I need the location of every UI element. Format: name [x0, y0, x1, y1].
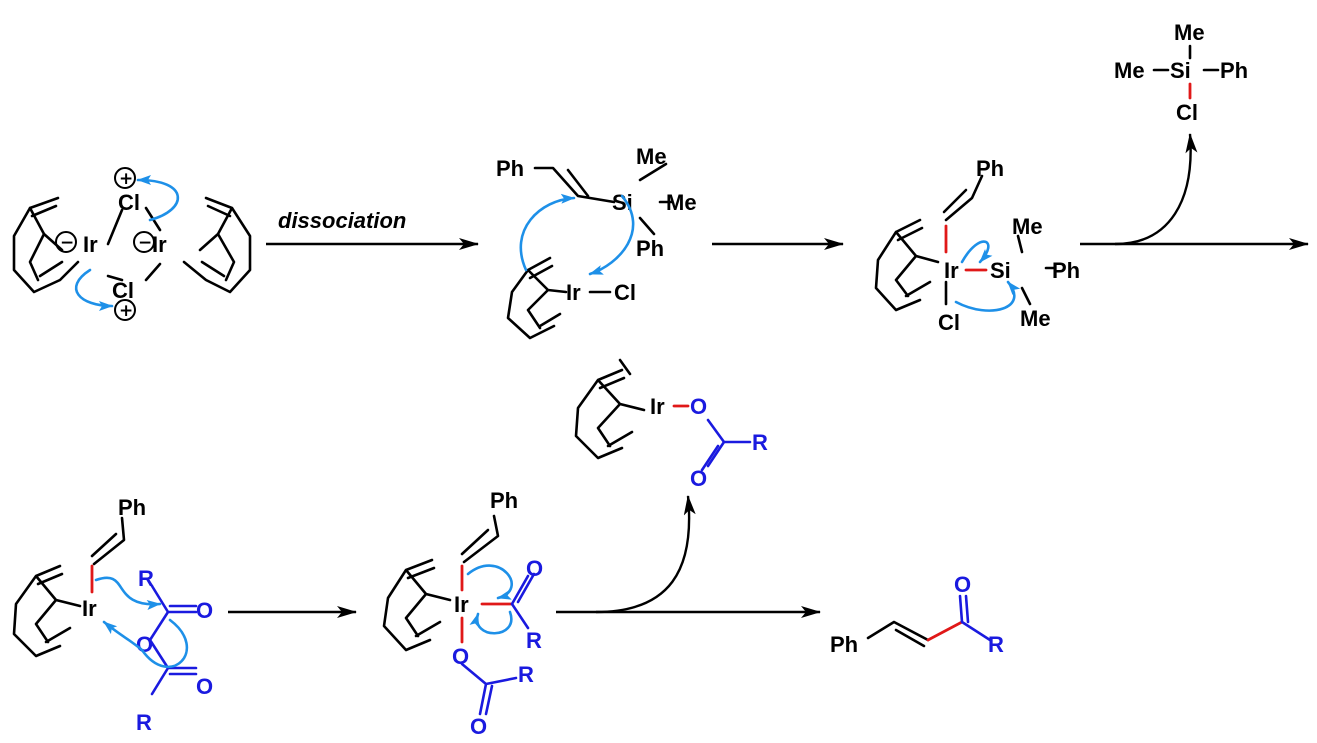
ir-label: Ir — [454, 592, 469, 617]
curly-arrow-2 — [469, 610, 513, 635]
reaction-arrow-5 — [556, 495, 821, 618]
carboxylate-group — [460, 662, 518, 716]
ph-label: Ph — [976, 156, 1004, 181]
cl-label: Cl — [614, 280, 636, 305]
ph-label-2: Ph — [1052, 258, 1080, 283]
curly-arrow-bottom — [75, 268, 114, 311]
complex-ir-anhydride: Ph Ir R O O O R — [12, 495, 213, 735]
ph-label: Ph — [496, 156, 524, 181]
step-label-dissociation: dissociation — [278, 208, 406, 233]
o-acyl-label: O — [526, 556, 543, 581]
ph-label-2: Ph — [636, 236, 664, 261]
o-bridge-label: O — [136, 632, 153, 657]
ph-label: Ph — [830, 632, 858, 657]
o-label-1: O — [690, 394, 707, 419]
cod-ligand-right — [182, 196, 252, 294]
ph-label: Ph — [490, 488, 518, 513]
cod-ligand — [874, 218, 940, 312]
curly-arrow-1 — [960, 240, 993, 264]
ir-right-label: Ir — [152, 232, 167, 257]
byproduct-ir-carboxylate: Ir O R O — [574, 358, 768, 491]
cl-top-label: Cl — [118, 190, 140, 215]
r-carb-label: R — [518, 662, 534, 687]
cod-ligand-left — [12, 196, 80, 294]
reaction-arrow-1: dissociation — [266, 208, 479, 250]
cod-ligand — [574, 358, 646, 460]
cod-ligand — [382, 558, 452, 652]
o-carb-label: O — [452, 644, 469, 669]
cl-label: Cl — [938, 310, 960, 335]
r-label: R — [988, 632, 1004, 657]
ph-label: Ph — [1220, 58, 1248, 83]
complex-vinyl-silyl-ir: Ph Ir Si Me Ph Me Cl — [874, 156, 1080, 335]
charge-negative-right: − — [133, 231, 155, 253]
anhydride — [148, 584, 198, 696]
r-acyl-label: R — [526, 628, 542, 653]
ir-label: Ir — [82, 596, 97, 621]
curly-arrow-2 — [102, 618, 189, 669]
product-enone: Ph O R — [830, 572, 1004, 657]
cod-ligand — [506, 256, 568, 340]
curly-arrow-1 — [94, 576, 162, 611]
complex-ir-acyl-carboxylate: Ph Ir O R O R O — [382, 488, 543, 739]
r-label: R — [752, 430, 768, 455]
byproduct-chlorosilane: Me Me Si Ph Cl — [1114, 20, 1248, 125]
svg-text:+: + — [119, 169, 133, 189]
cod-ligand — [12, 564, 82, 658]
si-label: Si — [1170, 58, 1191, 83]
charge-positive-top: + — [114, 167, 136, 189]
me-left-label: Me — [1114, 58, 1145, 83]
si-label: Si — [990, 258, 1011, 283]
me-label-2: Me — [1020, 306, 1051, 331]
r-label-2: R — [136, 710, 152, 735]
charge-negative-left: − — [55, 231, 77, 253]
complex-vinylsilane-ir: Ph Si Me Me Ph Ir Cl — [496, 144, 697, 340]
ir-label: Ir — [944, 258, 959, 283]
curly-arrow-2 — [954, 280, 1021, 312]
iridium-dimer: Ir Ir Cl Cl + + − − — [12, 167, 252, 321]
me-label-2: Me — [666, 190, 697, 215]
cl-bottom-label: Cl — [112, 278, 134, 303]
ir-label: Ir — [566, 280, 581, 305]
acyl-group — [510, 572, 536, 630]
reaction-arrow-3 — [1080, 133, 1309, 250]
me-label-1: Me — [1012, 214, 1043, 239]
svg-text:−: − — [138, 233, 152, 253]
curly-arrow-top — [136, 175, 180, 222]
si-label: Si — [612, 190, 633, 215]
svg-text:+: + — [119, 301, 133, 321]
charge-positive-bottom: + — [114, 299, 136, 321]
curly-arrow-2 — [588, 194, 635, 276]
me-label-1: Me — [636, 144, 667, 169]
ir-left-label: Ir — [83, 232, 98, 257]
o-label-2: O — [196, 674, 213, 699]
curly-arrow-1 — [466, 564, 513, 600]
o-label: O — [954, 572, 971, 597]
svg-text:−: − — [60, 233, 74, 253]
r-label-1: R — [138, 566, 154, 591]
o-carb2-label: O — [470, 714, 487, 739]
o-label-2: O — [690, 466, 707, 491]
o-label-1: O — [196, 598, 213, 623]
ph-label: Ph — [118, 495, 146, 520]
curly-arrow-1 — [519, 193, 576, 272]
me-top-label: Me — [1174, 20, 1205, 45]
ir-label: Ir — [650, 394, 665, 419]
cl-label: Cl — [1176, 100, 1198, 125]
